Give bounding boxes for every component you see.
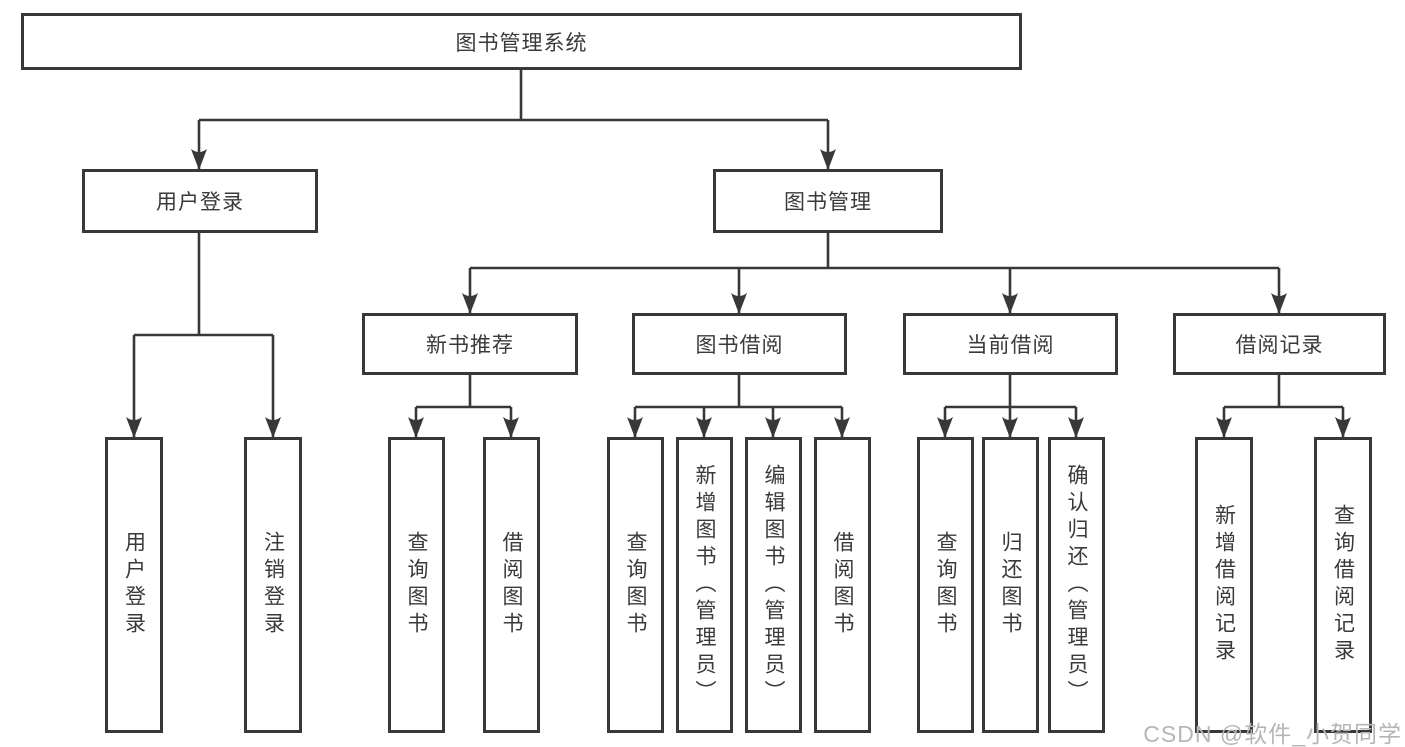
leaf-query-books-borrow: 查询图书 <box>607 437 664 733</box>
node-library-system: 图书管理系统 <box>21 13 1022 70</box>
leaf-edit-books-admin: 编辑图书（管理员） <box>745 437 802 733</box>
leaf-query-books-recommend: 查询图书 <box>388 437 445 733</box>
arrow-lines <box>126 120 1351 438</box>
leaf-borrow-books: 借阅图书 <box>814 437 871 733</box>
leaf-logout: 注销登录 <box>244 437 302 733</box>
node-borrow-records: 借阅记录 <box>1173 313 1386 375</box>
leaf-query-books-current: 查询图书 <box>917 437 974 733</box>
node-book-management: 图书管理 <box>713 169 943 233</box>
node-book-borrow: 图书借阅 <box>632 313 847 375</box>
leaf-add-books-admin: 新增图书（管理员） <box>676 437 733 733</box>
leaf-query-borrow-record: 查询借阅记录 <box>1314 437 1372 733</box>
leaf-confirm-return-admin: 确认归还（管理员） <box>1048 437 1105 733</box>
node-current-borrow: 当前借阅 <box>903 313 1118 375</box>
leaf-add-borrow-record: 新增借阅记录 <box>1195 437 1253 733</box>
leaf-borrow-books-recommend: 借阅图书 <box>483 437 540 733</box>
node-new-book-recommend: 新书推荐 <box>362 313 578 375</box>
csdn-watermark: CSDN @软件_小贺同学 <box>1143 721 1402 747</box>
elbow-lines <box>134 69 1343 409</box>
leaf-user-login: 用户登录 <box>105 437 163 733</box>
node-user-login: 用户登录 <box>82 169 318 233</box>
leaf-return-books: 归还图书 <box>982 437 1039 733</box>
